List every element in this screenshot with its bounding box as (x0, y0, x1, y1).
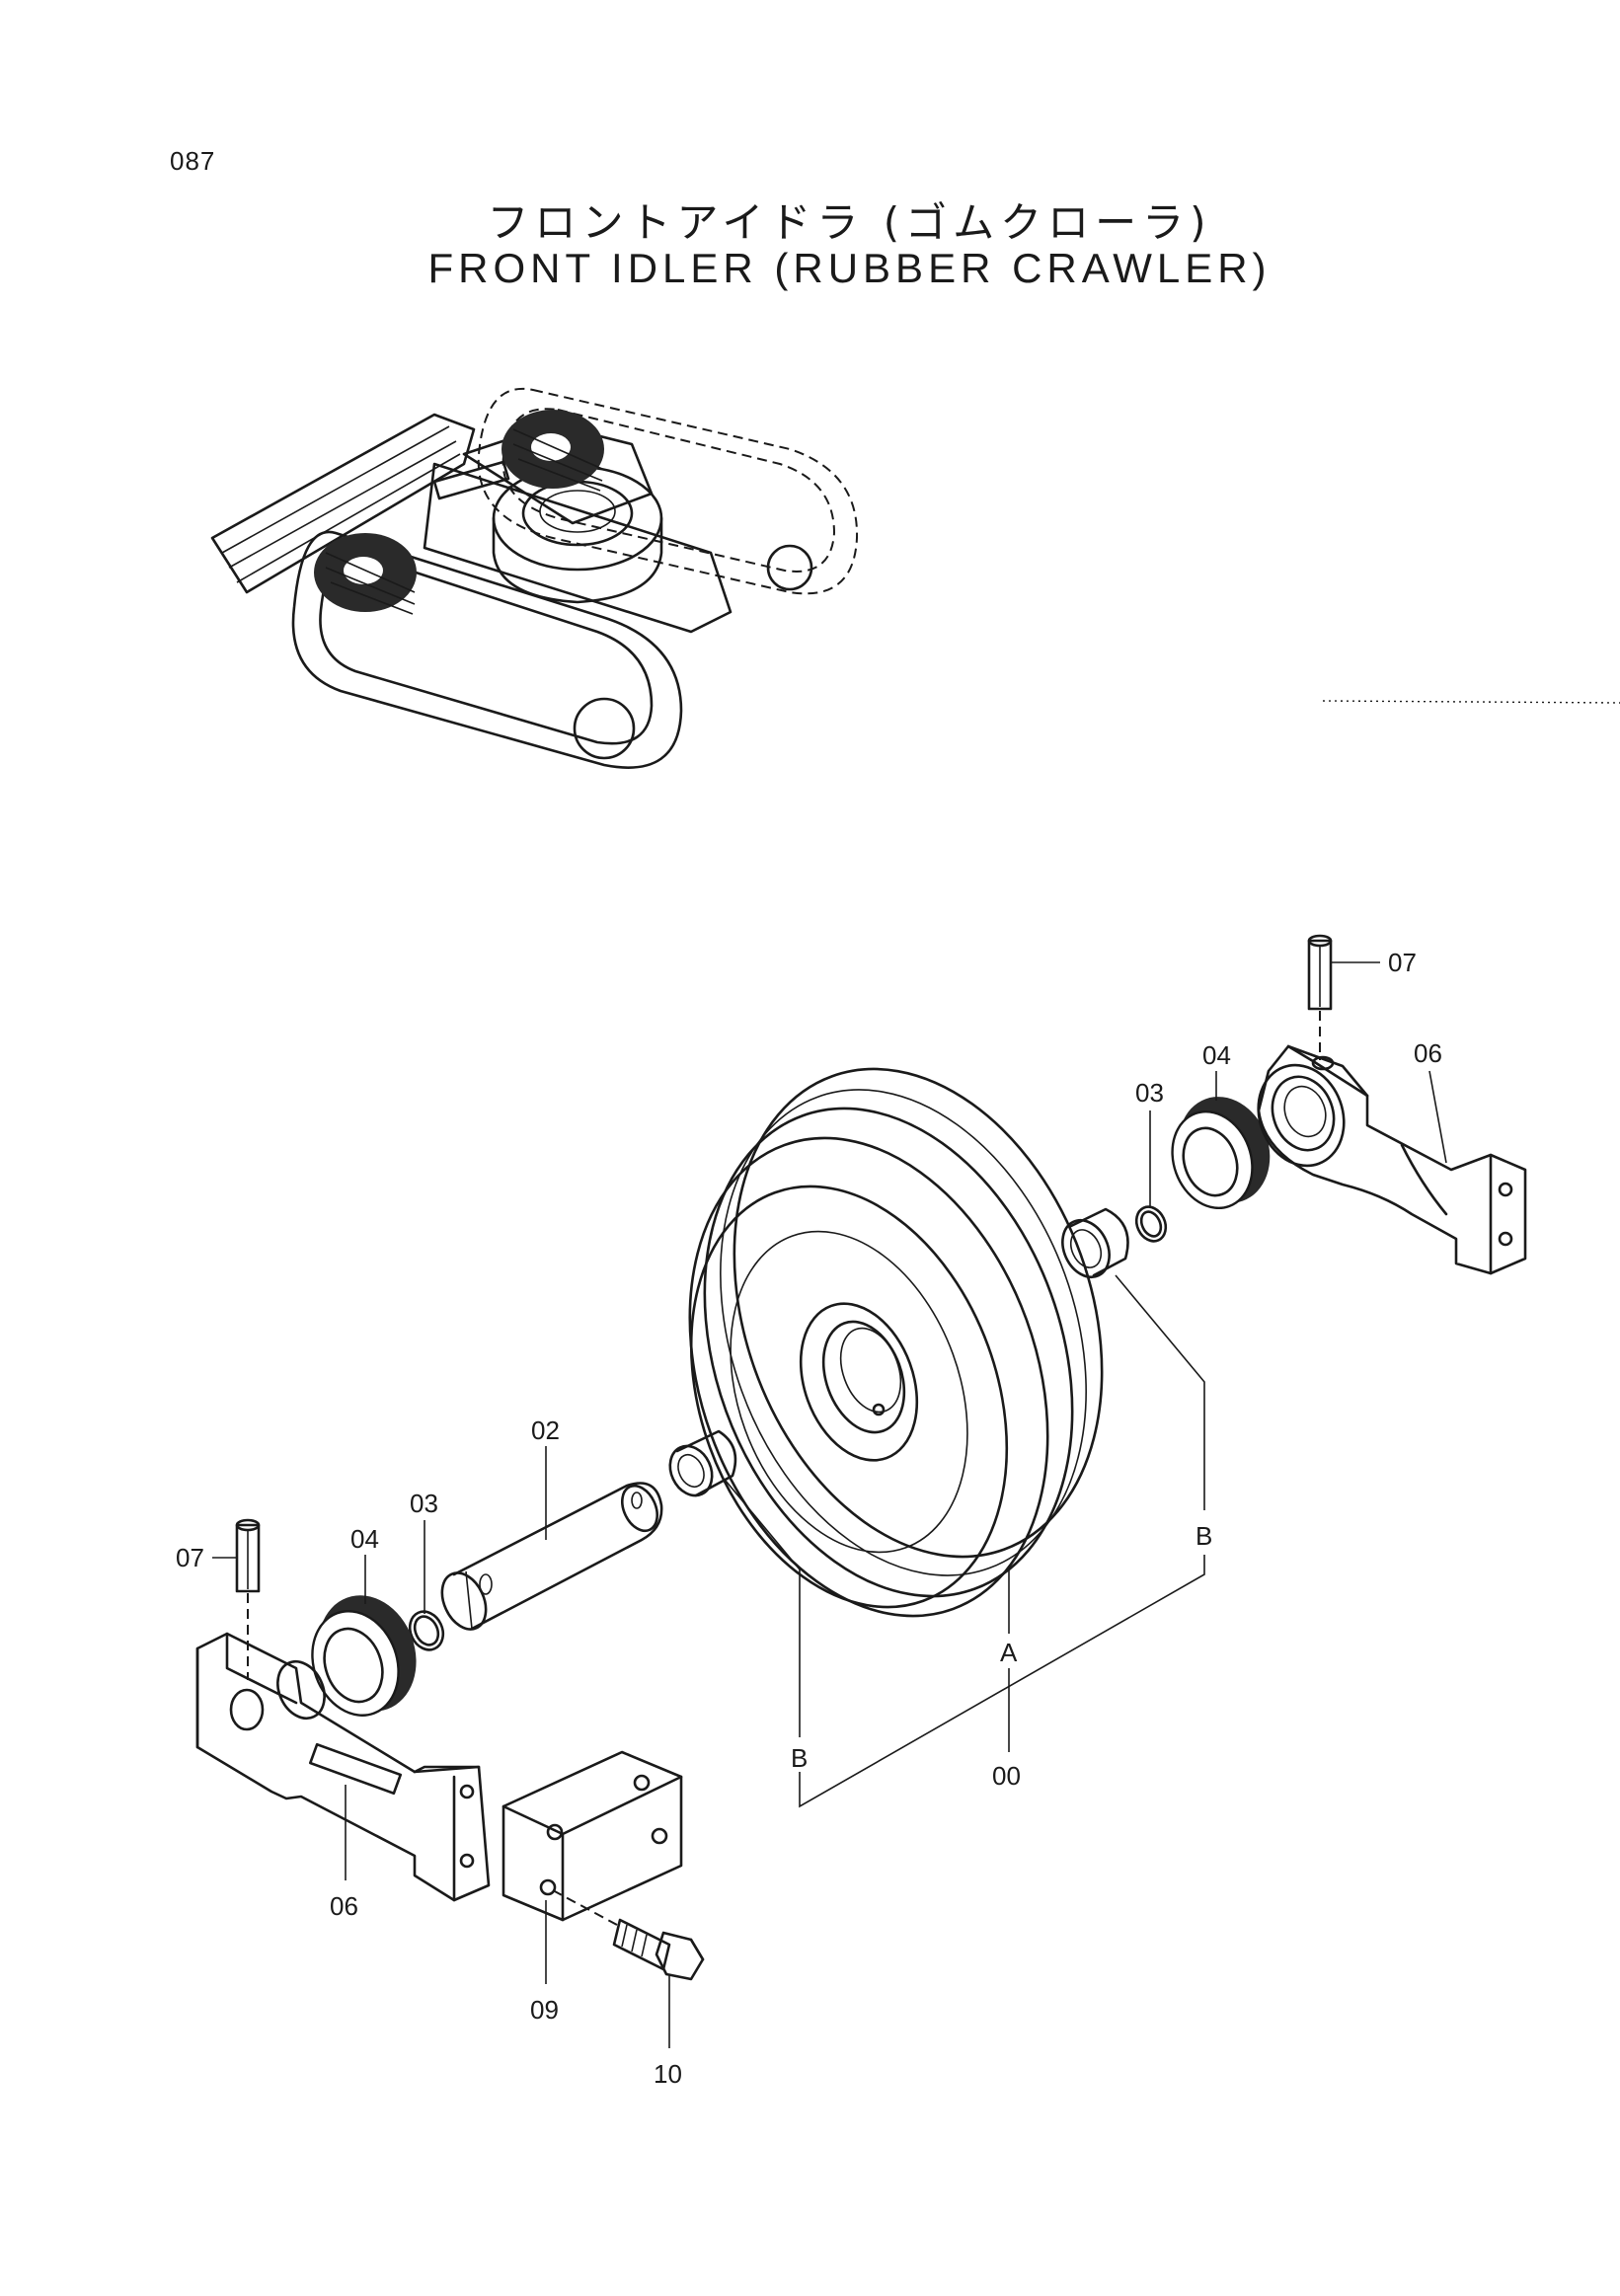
callout-10: 10 (654, 2059, 682, 2089)
callout-labels: 07 04 03 02 06 09 10 07 04 03 06 A 00 B … (176, 948, 1442, 2089)
callout-03-left: 03 (410, 1489, 438, 1518)
highlighted-front-idler-left (314, 533, 417, 615)
bushing-left (668, 1429, 737, 1497)
title-english: FRONT IDLER (RUBBER CRAWLER) (427, 245, 1272, 291)
callout-00: 00 (992, 1761, 1021, 1791)
callout-B-left: B (791, 1743, 808, 1773)
o-ring-right-part-03 (1134, 1205, 1168, 1243)
idler-bracket-left-part-06 (195, 1632, 491, 1902)
page-number: 087 (170, 146, 216, 176)
callout-07-right: 07 (1388, 948, 1417, 977)
bolt-part-10 (552, 1889, 705, 1981)
idler-bracket-right-part-06 (1257, 1044, 1527, 1275)
title-japanese: フロントアイドラ (ゴムクローラ) (487, 198, 1212, 247)
reference-line (1322, 700, 1620, 704)
callout-07-left: 07 (176, 1543, 204, 1572)
o-ring-right-inner (1139, 1210, 1163, 1238)
callout-04-left: 04 (350, 1524, 379, 1554)
callout-09: 09 (530, 1995, 559, 2025)
shaft-part-02 (440, 1482, 663, 1631)
callout-02: 02 (531, 1416, 560, 1445)
floating-seal-left-part-04 (311, 1595, 417, 1717)
spring-pin-right-part-07 (1307, 934, 1333, 1060)
undercarriage-overview-illustration (210, 387, 859, 769)
callout-06-right: 06 (1414, 1038, 1442, 1068)
callout-06-left: 06 (330, 1891, 358, 1921)
spring-pin-left-part-07 (235, 1518, 261, 1680)
leader-lines (212, 961, 1447, 2048)
callout-B-right: B (1196, 1521, 1212, 1551)
callout-04-right: 04 (1202, 1040, 1231, 1070)
floating-seal-right-part-04 (1171, 1097, 1271, 1210)
plate-part-09 (501, 1750, 683, 1922)
bushing-right (1061, 1207, 1129, 1279)
callout-A: A (1000, 1638, 1018, 1667)
o-ring-left-inner (413, 1615, 440, 1646)
highlighted-front-idler-right (501, 410, 604, 492)
callout-03-right: 03 (1135, 1078, 1164, 1108)
o-ring-left-part-03 (408, 1610, 445, 1651)
idler-wheel-part-00 (688, 1067, 1104, 1618)
